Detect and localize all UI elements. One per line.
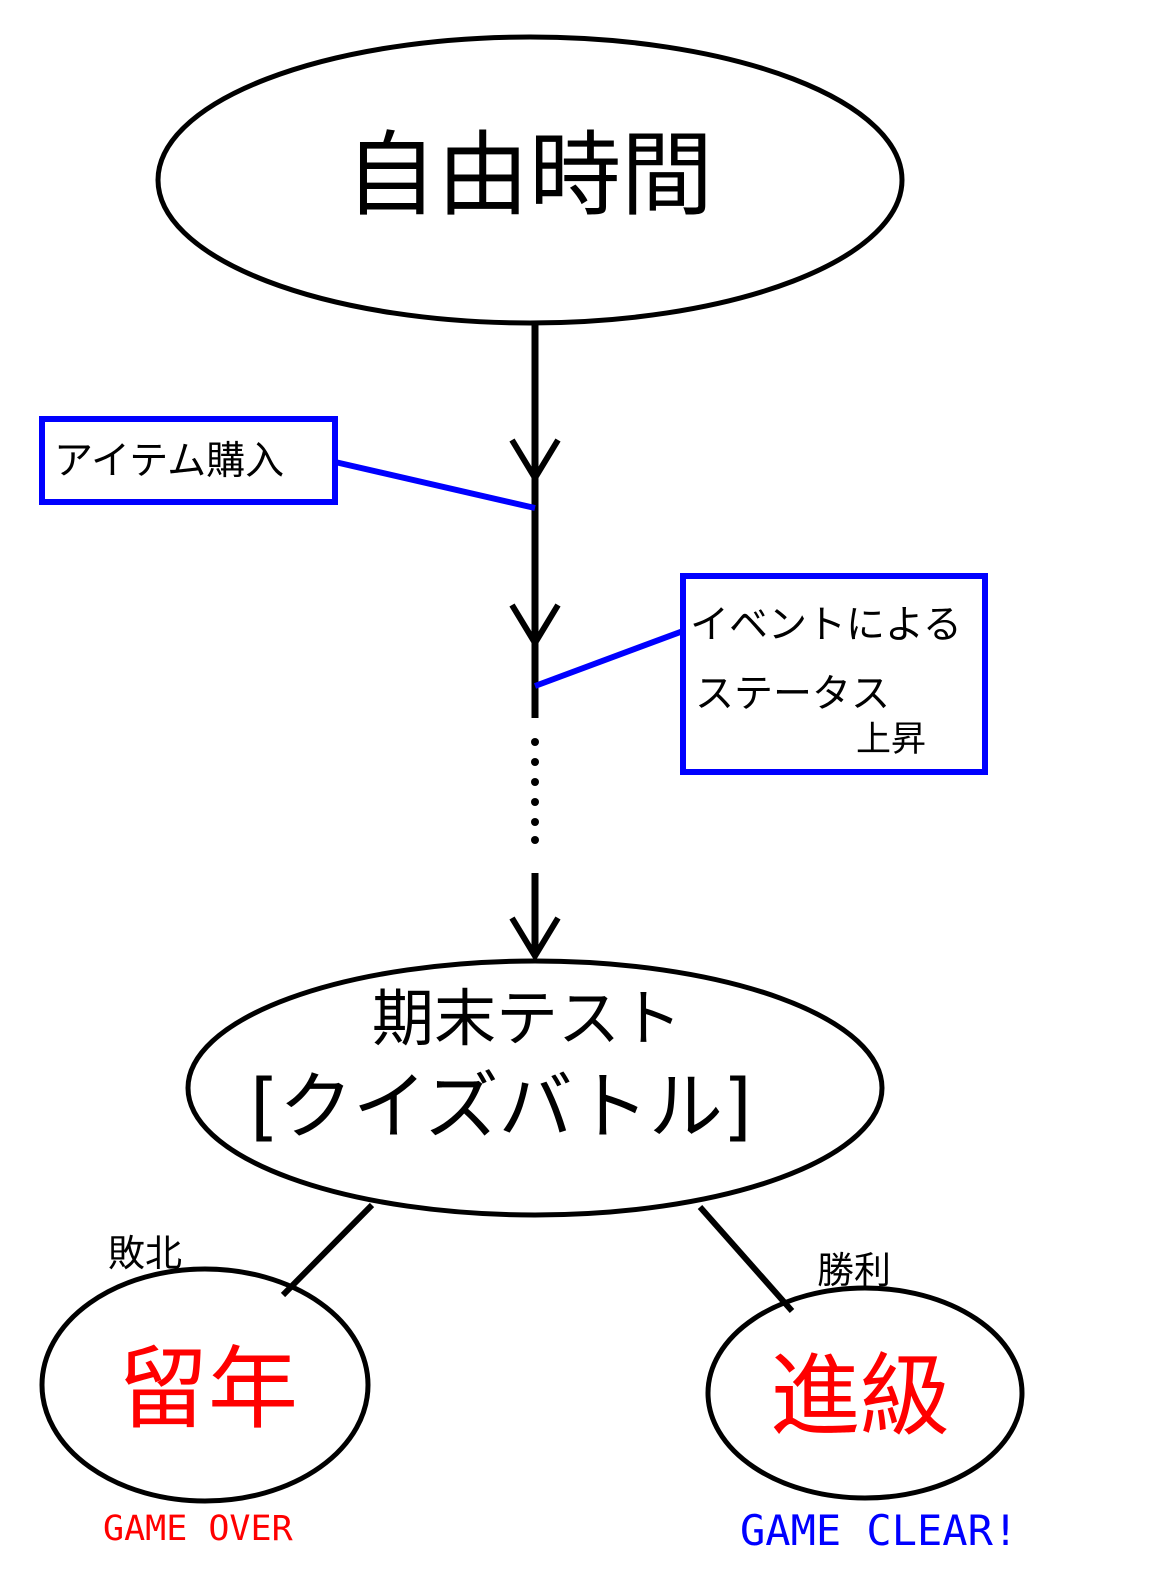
final-exam-node: [185, 958, 885, 1218]
status-up-line2: ステータス: [695, 672, 891, 717]
defeat-label: 敗北: [108, 1232, 182, 1275]
free-time-node: [155, 34, 905, 326]
arrow-head-1: [509, 438, 561, 484]
arrow-head-3: [509, 916, 561, 962]
victory-label: 勝利: [817, 1249, 891, 1292]
defeat-edge: [280, 1202, 375, 1298]
item-purchase-box: [39, 416, 338, 505]
final-exam-line1: 期末テスト: [372, 982, 683, 1055]
item-purchase-connector: [334, 459, 536, 511]
repeat-year-label: 留年: [118, 1337, 298, 1442]
repeat-year-node: [39, 1266, 371, 1504]
item-purchase-label: アイテム購入: [54, 439, 285, 484]
dotted-continuation: [531, 738, 539, 844]
status-up-line3: 上昇: [856, 720, 927, 760]
status-up-box: [680, 573, 988, 775]
game-over-caption: GAME OVER: [103, 1509, 293, 1549]
final-exam-line2: [クイズバトル]: [250, 1064, 752, 1150]
free-time-label: 自由時間: [345, 122, 714, 229]
status-up-line1: イベントによる: [690, 603, 962, 648]
advance-grade-label: 進級: [770, 1344, 950, 1449]
status-up-connector: [533, 628, 685, 689]
arrow-head-2: [509, 603, 561, 649]
victory-edge: [697, 1205, 795, 1313]
advance-grade-node: [705, 1285, 1025, 1501]
game-clear-caption: GAME CLEAR!: [740, 1506, 1019, 1555]
